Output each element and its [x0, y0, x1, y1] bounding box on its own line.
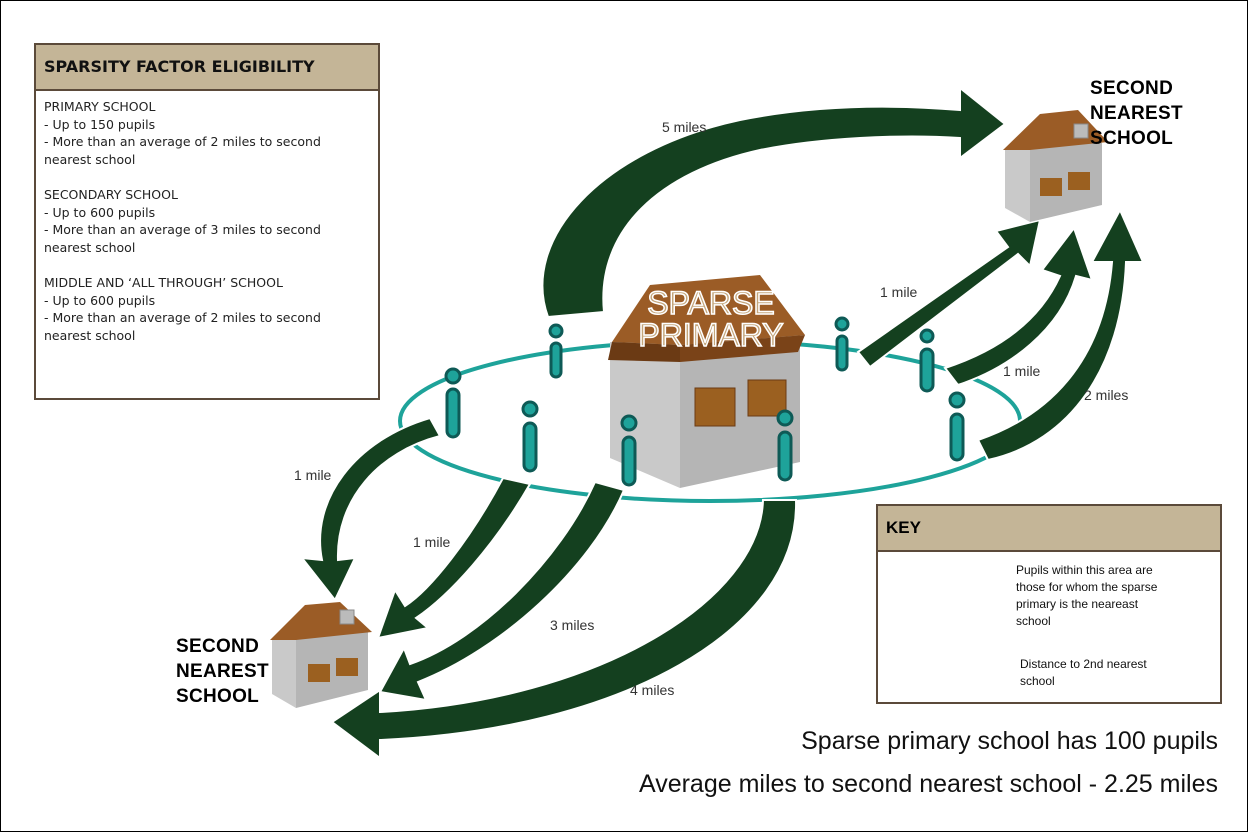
section-line: - More than an average of 2 miles to sec…	[44, 310, 321, 343]
summary-average-miles: Average miles to second nearest school -…	[638, 770, 1218, 798]
eligibility-section-secondary: SECONDARY SCHOOL - Up to 600 pupils - Mo…	[44, 186, 370, 256]
eligibility-panel: SPARSITY FACTOR ELIGIBILITY PRIMARY SCHO…	[34, 43, 380, 400]
section-heading: PRIMARY SCHOOL	[44, 99, 156, 114]
key-line: those for whom the sparse	[1016, 580, 1158, 594]
key-line: school	[1016, 614, 1051, 628]
distance-label: 1 mile	[880, 284, 918, 300]
arrow-5-miles	[541, 85, 1007, 319]
key-line: Pupils within this area are	[1016, 563, 1153, 577]
section-line: - More than an average of 3 miles to sec…	[44, 222, 321, 255]
arrow-2-miles-right	[976, 207, 1145, 462]
key-arrow-description: Distance to 2nd nearest school	[1020, 656, 1147, 690]
section-heading: MIDDLE AND ‘ALL THROUGH’ SCHOOL	[44, 275, 283, 290]
key-line: Distance to 2nd nearest	[1020, 657, 1147, 671]
pupil-icon	[444, 367, 462, 439]
pupil-icon	[919, 328, 935, 393]
distance-label: 5 miles	[662, 119, 706, 135]
distance-label: 2 miles	[1084, 387, 1128, 403]
pupil-icon	[620, 414, 638, 487]
arrow-1-mile-left-a	[299, 416, 442, 602]
pupil-icon	[548, 323, 564, 379]
section-line: - More than an average of 2 miles to sec…	[44, 134, 321, 167]
arrow-4-miles-left	[330, 499, 798, 760]
key-title: KEY	[878, 506, 1220, 552]
pupil-icon	[776, 409, 794, 482]
arrow-1-mile-right-b	[943, 225, 1094, 387]
pupil-icon	[948, 391, 966, 462]
section-heading: SECONDARY SCHOOL	[44, 187, 178, 202]
eligibility-title: SPARSITY FACTOR ELIGIBILITY	[36, 45, 378, 91]
key-panel: KEY Pupils within this area are those fo…	[876, 504, 1222, 704]
second-nearest-school-top-label: SECOND NEAREST SCHOOL	[1090, 76, 1183, 151]
second-nearest-school-bottom-house-icon	[270, 602, 372, 708]
label-line: SECOND	[176, 636, 260, 657]
sparse-label-line1: SPARSE	[647, 285, 774, 321]
distance-label: 1 mile	[294, 467, 332, 483]
label-line: SECOND	[1090, 78, 1174, 99]
arrow-1-mile-left-b	[376, 476, 532, 640]
second-nearest-school-top-house-icon	[1003, 110, 1108, 222]
summary-pupils: Sparse primary school has 100 pupils	[801, 727, 1218, 755]
label-line: SCHOOL	[176, 686, 260, 707]
label-line: SCHOOL	[1090, 128, 1174, 149]
section-line: - Up to 600 pupils	[44, 292, 156, 308]
pupil-figures	[444, 316, 966, 487]
pupil-icon	[521, 400, 539, 473]
label-line: NEAREST	[1090, 103, 1183, 124]
key-line: school	[1020, 674, 1055, 688]
distance-label: 4 miles	[630, 682, 674, 698]
label-line: NEAREST	[176, 661, 269, 682]
eligibility-section-middle: MIDDLE AND ‘ALL THROUGH’ SCHOOL - Up to …	[44, 274, 370, 344]
second-nearest-school-bottom-label: SECOND NEAREST SCHOOL	[176, 634, 269, 709]
distance-label: 1 mile	[1003, 363, 1041, 379]
section-line: - Up to 150 pupils	[44, 116, 156, 132]
key-line: primary is the neareast	[1016, 597, 1139, 611]
arrow-3-miles-left	[378, 480, 626, 702]
eligibility-section-primary: PRIMARY SCHOOL - Up to 150 pupils - More…	[44, 98, 370, 168]
distance-label: 3 miles	[550, 617, 594, 633]
pupil-icon	[834, 316, 850, 372]
arrow-1-mile-right-a	[856, 218, 1042, 369]
distance-label: 1 mile	[413, 534, 451, 550]
key-ellipse-description: Pupils within this area are those for wh…	[1016, 562, 1157, 630]
sparse-label-line2: PRIMARY	[638, 317, 783, 353]
section-line: - Up to 600 pupils	[44, 204, 156, 220]
